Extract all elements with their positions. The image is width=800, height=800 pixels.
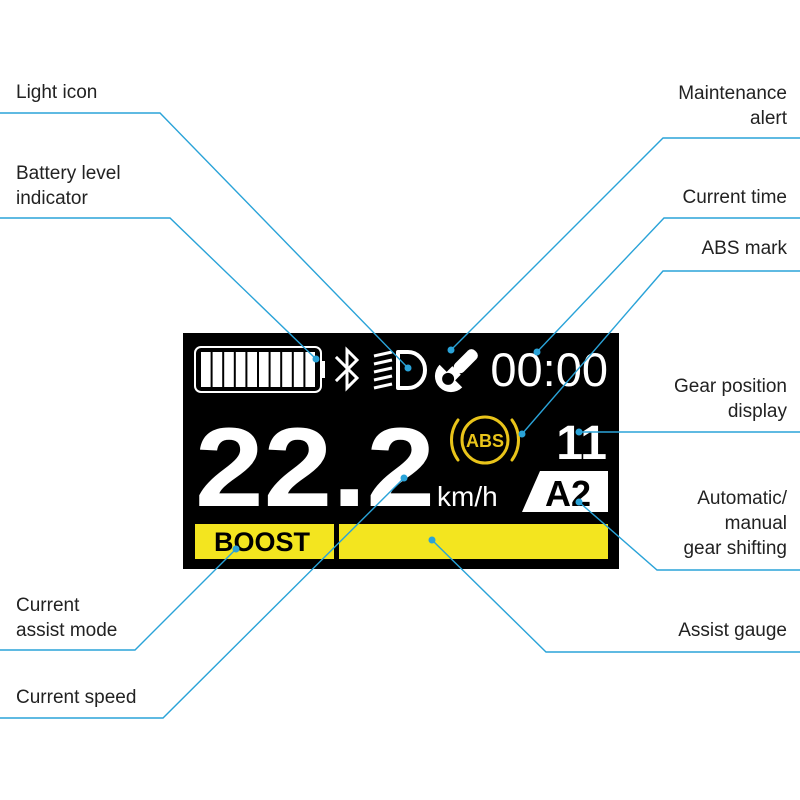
label-battery-level: Battery level indicator	[16, 163, 121, 209]
label-current-speed: Current speed	[16, 687, 137, 708]
leader-current-time	[536, 217, 800, 353]
leader-gear-shifting	[578, 501, 800, 571]
current-time-value: 00:00	[490, 343, 608, 396]
battery-segments	[201, 352, 315, 387]
leader-maintenance	[450, 137, 800, 351]
shift-mode-value: A2	[545, 473, 591, 514]
label-abs-mark: ABS mark	[701, 238, 787, 259]
shift-mode-badge: A2	[522, 471, 608, 514]
battery-segment	[282, 352, 292, 387]
assist-mode-box: BOOST	[195, 524, 334, 559]
battery-icon	[194, 346, 325, 393]
battery-segment	[270, 352, 281, 387]
wrench-icon	[434, 349, 478, 393]
leader-endpoints	[232, 346, 583, 553]
battery-segment	[235, 352, 246, 387]
leader-current-speed	[0, 477, 405, 719]
label-light-icon: Light icon	[16, 82, 98, 103]
battery-segment	[247, 352, 257, 387]
headlight-icon	[373, 350, 427, 390]
battery-segment	[293, 352, 304, 387]
label-gear-position: Gear position display	[673, 376, 787, 422]
leader-battery	[0, 217, 317, 360]
battery-segment	[305, 352, 315, 387]
battery-segment	[201, 352, 211, 387]
battery-segment	[259, 352, 269, 387]
leader-abs	[521, 270, 800, 435]
gear-position-value: 11	[556, 417, 607, 470]
label-gear-shifting: Automatic/ manual gear shifting	[683, 488, 787, 559]
speed-unit: km/h	[437, 481, 498, 512]
label-assist-mode: Current assist mode	[16, 595, 118, 641]
current-speed-value: 22.2	[195, 405, 435, 530]
battery-segment	[224, 352, 234, 387]
leader-assist-gauge	[431, 539, 800, 653]
bluetooth-icon	[334, 346, 360, 392]
label-current-time: Current time	[682, 187, 787, 208]
leader-light-icon	[0, 112, 409, 369]
label-maintenance-alert: Maintenance alert	[678, 83, 787, 129]
assist-gauge-fill	[339, 524, 608, 559]
label-assist-gauge: Assist gauge	[678, 620, 787, 641]
leader-assist-mode	[0, 548, 237, 651]
assist-mode-value: BOOST	[214, 527, 311, 557]
abs-icon: ABS	[450, 415, 520, 465]
leader-lines	[0, 112, 800, 719]
abs-text: ABS	[466, 431, 504, 451]
battery-segment	[212, 352, 223, 387]
